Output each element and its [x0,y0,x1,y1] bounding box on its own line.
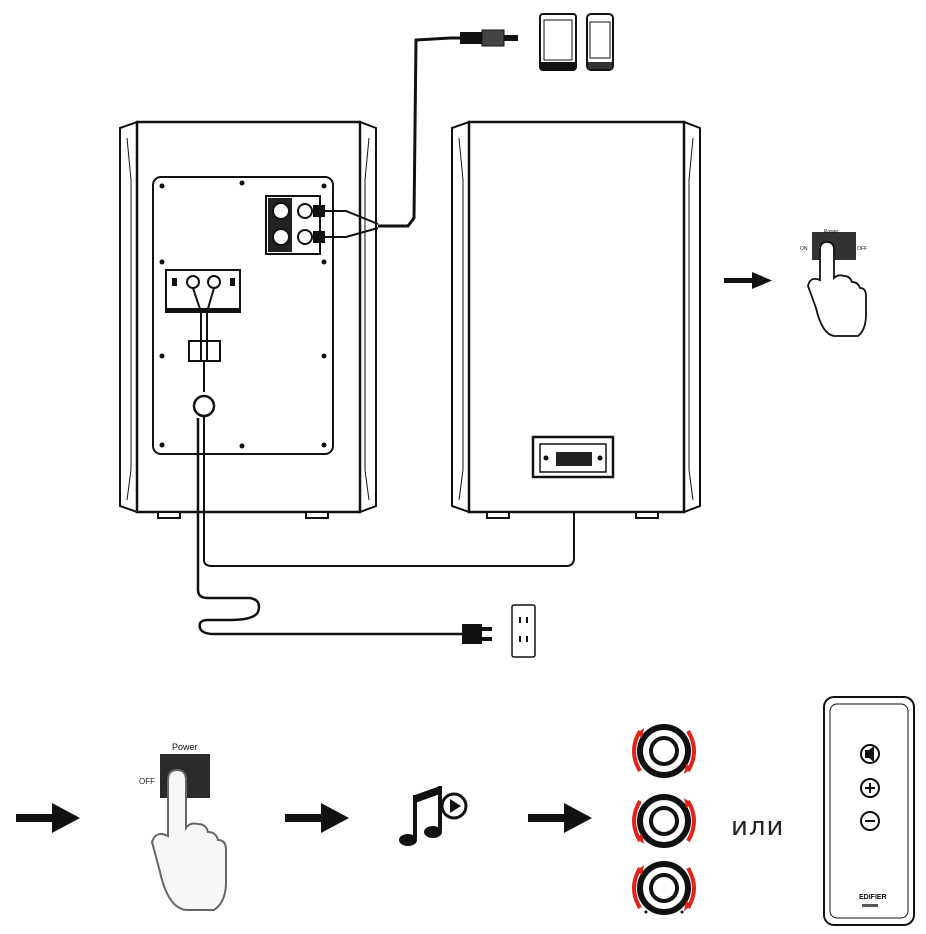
volume-down-button [860,811,880,831]
arrow-right-icon [16,803,80,833]
arrow-right-icon [285,803,349,833]
phone-icon [586,13,614,71]
svg-text:ON: ON [800,246,808,252]
power-label: Power [172,742,198,752]
hand-pointer-icon [807,241,867,337]
tablet-icon [539,13,577,71]
volume-up-button [860,778,880,798]
volume-knob-icon [632,794,696,848]
wall-socket-icon [511,604,536,658]
mute-button [860,744,880,764]
volume-knob-icon [632,724,696,778]
arrow-right-icon [724,272,772,289]
power-plug-icon [462,624,492,644]
or-label: или [731,812,785,842]
remote-brand: EDIFIER [859,894,887,901]
arrow-right-icon [528,803,592,833]
svg-text:OFF: OFF [857,246,867,252]
hand-pointer-icon [150,768,227,911]
off-label: OFF [139,777,155,786]
volume-knob-icon [632,861,696,915]
aux-cable [378,36,462,228]
aux-jack-plug [460,29,518,47]
power-cable [196,418,470,636]
left-speaker-rear [119,120,377,519]
remote-control-icon: EDIFIER [823,696,915,926]
power-label-small: Power [824,229,839,235]
right-speaker-rear [451,120,701,519]
rca-plugs [312,205,379,243]
music-play-icon [399,786,468,846]
